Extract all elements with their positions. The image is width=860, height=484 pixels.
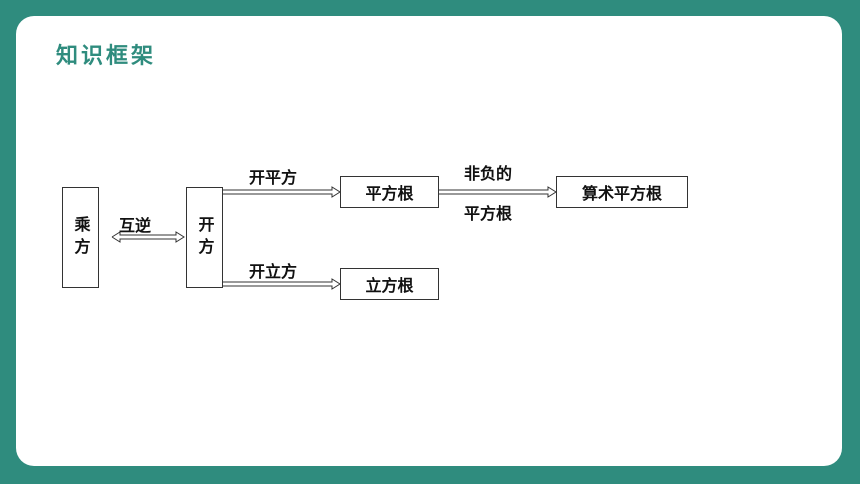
node-root-operation: 开方 <box>186 187 223 288</box>
label-nonnegative-line1: 非负的 <box>464 164 513 183</box>
page-title: 知识框架 <box>56 43 157 69</box>
label-take-square-root: 开平方 <box>249 168 298 187</box>
connector-layer <box>111 186 557 290</box>
content-card: 知识框架 乘方 开方 平方根 算术平方根 立方根 互逆 开平方 开立方 非负的 … <box>16 16 842 466</box>
arith-sqrt-arrow <box>439 186 557 198</box>
label-nonnegative-line2: 平方根 <box>464 204 513 223</box>
node-arithmetic-square-root: 算术平方根 <box>556 176 688 208</box>
node-power: 乘方 <box>62 187 99 288</box>
square-root-arrow <box>221 186 341 198</box>
inverse-arrow <box>111 231 185 243</box>
label-take-cube-root: 开立方 <box>249 262 298 281</box>
node-square-root: 平方根 <box>340 176 439 208</box>
label-inverse: 互逆 <box>119 216 152 235</box>
node-cube-root: 立方根 <box>340 268 439 300</box>
